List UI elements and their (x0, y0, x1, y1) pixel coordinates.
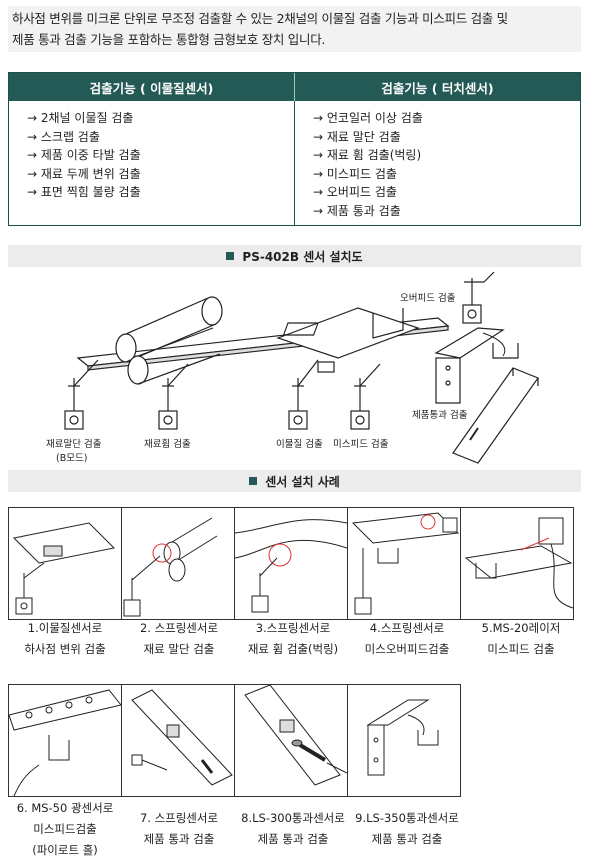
right-feature-list: 언코일러 이상 검출 재료 말단 검출 재료 휨 검출(벅링) 미스피드 검출 … (295, 101, 580, 225)
label-material-bend: 재료휨 검출 (144, 439, 191, 450)
list-item: 오버피드 검출 (313, 183, 580, 202)
case-image-8 (234, 684, 348, 797)
list-item: 언코일러 이상 검출 (313, 109, 580, 128)
case-image-4 (347, 507, 461, 620)
case-image-7 (121, 684, 235, 797)
list-item: 2채널 이물질 검출 (27, 109, 294, 128)
case-images-row-1 (8, 507, 581, 620)
label-misfeed: 미스피드 검출 (333, 439, 389, 450)
case-image-2 (121, 507, 235, 620)
case-image-5 (460, 507, 574, 620)
press-line-illustration (64, 271, 539, 464)
intro-line-2: 제품 통과 검출 기능을 포함하는 통합형 금형보호 장치 입니다. (12, 32, 326, 47)
list-item: 제품 통과 검출 (313, 202, 580, 221)
list-item: 제품 이중 타발 검출 (27, 146, 294, 165)
list-item: 재료 말단 검출 (313, 128, 580, 147)
label-bmode: (B모드) (56, 453, 88, 464)
list-item: 스크랩 검출 (27, 128, 294, 147)
case-image-9 (347, 684, 461, 797)
install-diagram: 오버피드 검출 제품통과 검출 재료말단 검출 (B모드) 재료휨 검출 이물질… (8, 268, 581, 468)
label-overfeed: 오버피드 검출 (400, 293, 456, 304)
label-foreign-matter: 이물질 검출 (276, 439, 323, 450)
list-item: 재료 휨 검출(벅링) (313, 146, 580, 165)
feature-table: 검출기능 ( 이물질센서) 검출기능 ( 터치센서) 2채널 이물질 검출 스크… (8, 72, 581, 226)
case-image-6 (8, 684, 122, 797)
cases-title: 센서 설치 사례 (8, 470, 581, 492)
case-image-3 (234, 507, 348, 620)
left-feature-list: 2채널 이물질 검출 스크랩 검출 제품 이중 타발 검출 재료 두께 변위 검… (9, 101, 295, 225)
label-product-pass: 제품통과 검출 (412, 410, 468, 421)
list-item: 표면 찍힘 불량 검출 (27, 183, 294, 202)
label-material-end: 재료말단 검출 (46, 439, 102, 450)
left-header: 검출기능 ( 이물질센서) (9, 73, 295, 101)
feature-table-header: 검출기능 ( 이물질센서) 검출기능 ( 터치센서) (9, 73, 580, 101)
list-item: 재료 두께 변위 검출 (27, 165, 294, 184)
case-images-row-2 (8, 684, 581, 797)
install-diagram-title: PS-402B 센서 설치도 (8, 245, 581, 267)
list-item: 미스피드 검출 (313, 165, 580, 184)
square-bullet-icon (226, 252, 235, 260)
intro-line-1: 하사점 변위를 미크론 단위로 무조정 검출할 수 있는 2채널의 이물질 검출… (12, 11, 508, 26)
case-image-1 (8, 507, 122, 620)
right-header: 검출기능 ( 터치센서) (381, 80, 494, 96)
square-bullet-icon (249, 477, 258, 485)
intro-text: 하사점 변위를 미크론 단위로 무조정 검출할 수 있는 2채널의 이물질 검출… (8, 6, 581, 52)
